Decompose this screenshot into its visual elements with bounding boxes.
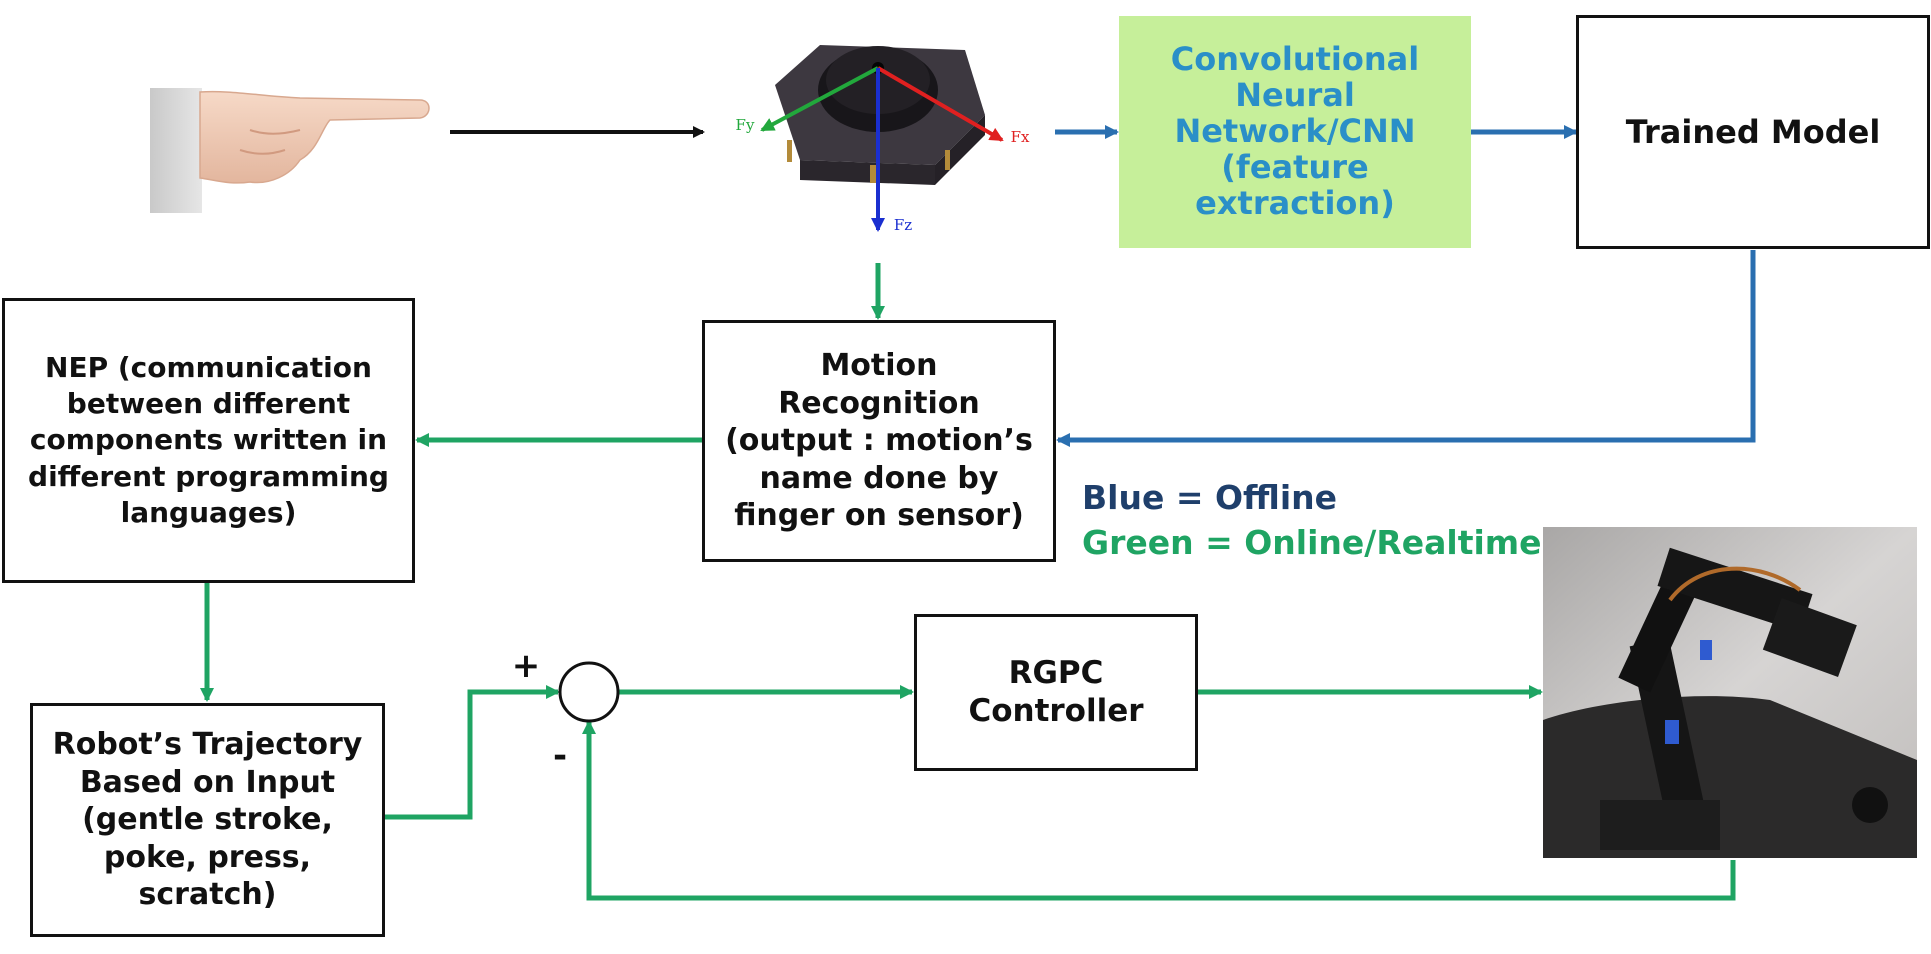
arrow-trajectory-to-sum bbox=[385, 685, 560, 820]
motion-recognition-box: Motion Recognition (output : motion’s na… bbox=[702, 320, 1056, 562]
minus-sign: - bbox=[552, 735, 568, 776]
nep-box: NEP (communication between different com… bbox=[2, 298, 415, 583]
plus-sign: + bbox=[511, 645, 541, 686]
cnn-box: Convolutional Neural Network/CNN (featur… bbox=[1119, 16, 1471, 248]
arrow-model-to-motion bbox=[1056, 250, 1756, 447]
rgpc-controller-box: RGPC Controller bbox=[914, 614, 1198, 771]
trained-model-box: Trained Model bbox=[1576, 15, 1930, 249]
legend-online: Green = Online/Realtime bbox=[1082, 523, 1542, 562]
summing-junction bbox=[558, 661, 620, 723]
fy-axis-label: Fy bbox=[735, 116, 755, 134]
fz-axis-label: Fz bbox=[893, 216, 913, 234]
hand-pointing-image bbox=[150, 88, 430, 213]
fx-axis-label: Fx bbox=[1010, 128, 1030, 146]
trajectory-box: Robot’s Trajectory Based on Input (gentl… bbox=[30, 703, 385, 937]
robot-arm-photo bbox=[1543, 527, 1917, 858]
force-sensor-image bbox=[760, 45, 1004, 232]
arrow-feedback bbox=[582, 720, 1736, 901]
legend-offline: Blue = Offline bbox=[1082, 478, 1338, 517]
